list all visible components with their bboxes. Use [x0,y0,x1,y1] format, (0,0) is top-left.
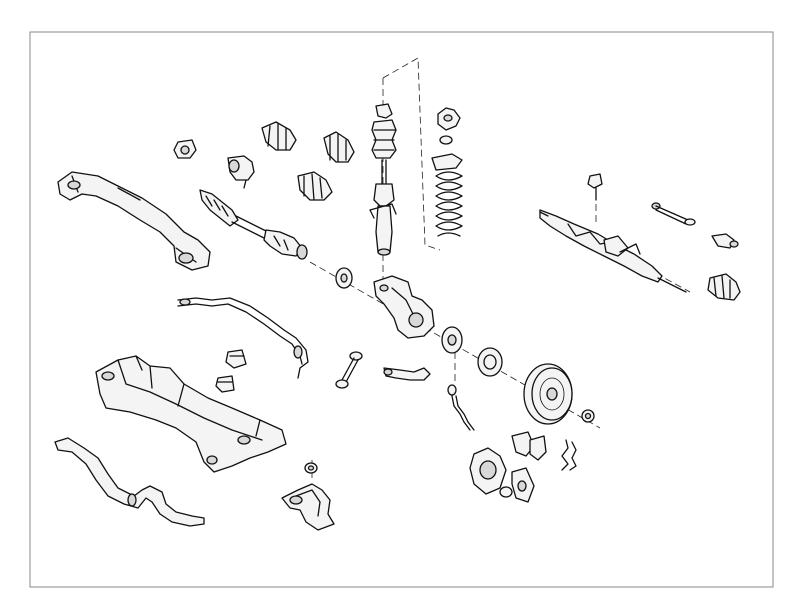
cv-boots [261,121,355,201]
wheel-bearing [335,267,353,289]
stabilizer-bushings [215,349,247,393]
brake-hose [447,384,475,431]
control-arm-bushing [304,462,318,474]
axle-bearing-boot [173,139,197,159]
stabilizer-bar [177,297,309,379]
control-arm [281,483,335,531]
diagram-frame [29,31,774,588]
lower-stabilizer-bar [54,437,205,527]
rack-mount [587,173,603,201]
shock-absorber [369,159,397,256]
hub-nut [581,409,595,423]
tie-rod-end [711,233,739,249]
inner-tie-rod [651,202,696,226]
brake-pads [511,431,547,503]
cv-joint [227,155,255,189]
tie-rod-brace [383,367,431,381]
front-subframe [95,355,287,473]
brake-pad-clips [561,439,577,471]
steering-rack-boot [707,273,741,301]
steering-rack [539,209,687,293]
brake-disc [523,363,573,425]
drive-shaft [199,189,308,260]
coil-spring [431,153,463,237]
strut-mount [437,107,461,145]
brake-caliper [469,447,513,498]
steering-knuckle [373,275,435,339]
wheel-hub [441,326,503,377]
bump-stop-and-boot [371,103,397,159]
front-axle-beam-left [57,171,211,271]
stabilizer-link [335,351,363,389]
